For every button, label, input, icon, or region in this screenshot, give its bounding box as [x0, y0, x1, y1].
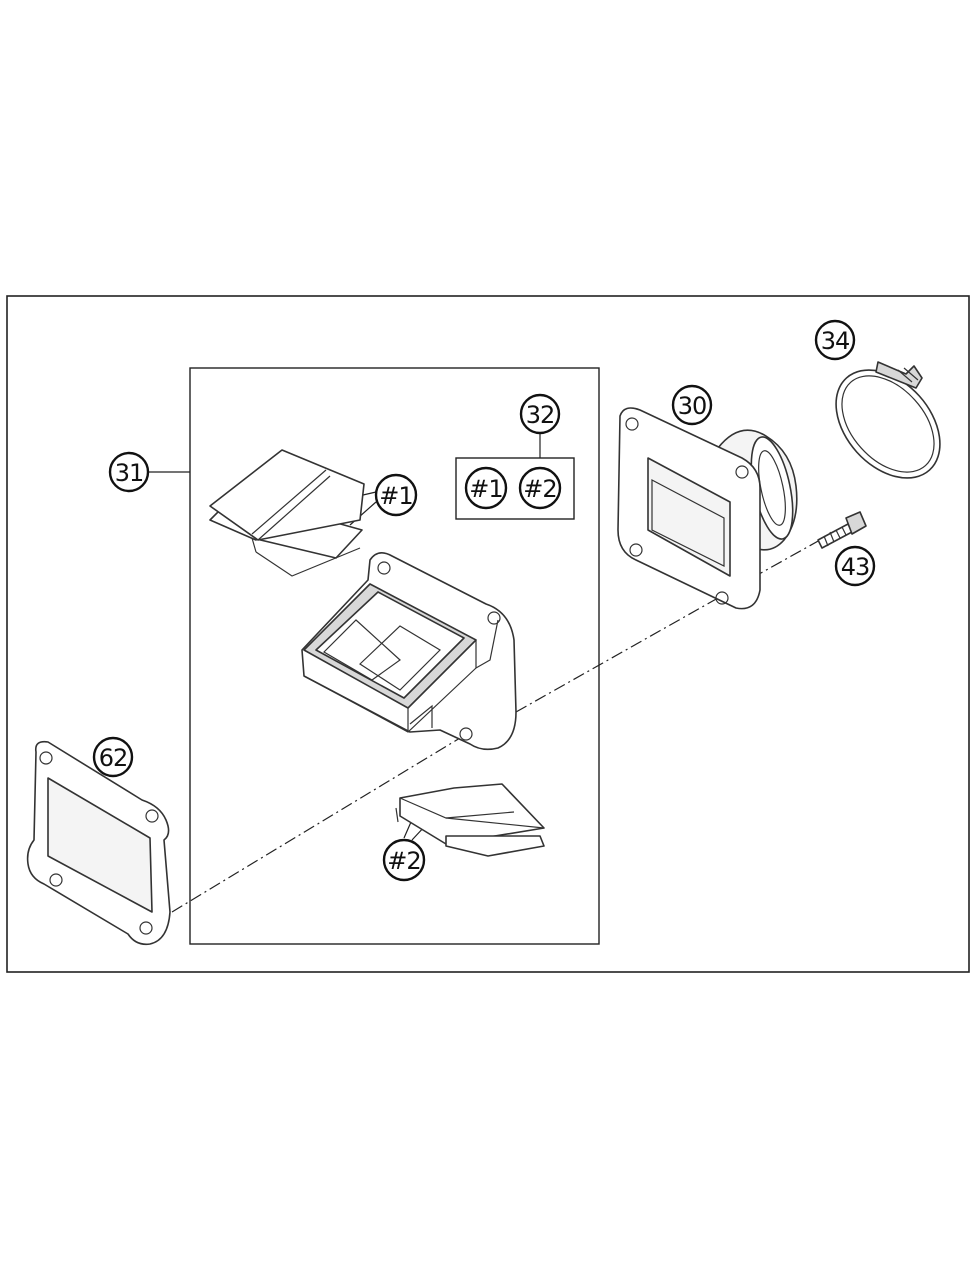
callout-30: 30 [671, 384, 713, 426]
reed-block-31 [301, 552, 517, 751]
callout-32: 32 [519, 393, 561, 435]
callout-43-label: 43 [841, 553, 870, 581]
callout-31-label: 31 [115, 459, 144, 487]
bolt-43 [817, 511, 867, 549]
hose-clamp-34 [835, 361, 941, 479]
callout-43: 43 [834, 545, 876, 587]
callout-62: 62 [92, 736, 134, 778]
callout-34-label: 34 [821, 327, 850, 355]
callout-62-label: 62 [99, 744, 128, 772]
callout-kit-1-label: #1 [469, 475, 502, 503]
callout-34: 34 [814, 319, 856, 361]
group-box-31 [189, 367, 600, 945]
intake-flange-30 [617, 407, 798, 610]
alignment-line [171, 539, 821, 913]
reed-petals-1 [209, 449, 365, 577]
callout-reed-set-1: #1 [374, 473, 418, 517]
reed-petals-2 [395, 783, 545, 857]
callout-30-label: 30 [678, 392, 707, 420]
outer-frame [6, 295, 970, 973]
callout-kit-2-label: #2 [523, 475, 556, 503]
callout-kit-1: #1 [464, 466, 508, 510]
callout-reed-set-2-label: #2 [387, 847, 420, 875]
gasket-62 [26, 740, 171, 946]
group-box-32 [455, 457, 575, 520]
callout-32-label: 32 [526, 401, 555, 429]
callout-kit-2: #2 [518, 466, 562, 510]
callout-31: 31 [108, 451, 150, 493]
callout-reed-set-2: #2 [382, 838, 426, 882]
callout-reed-set-1-label: #1 [379, 482, 412, 510]
